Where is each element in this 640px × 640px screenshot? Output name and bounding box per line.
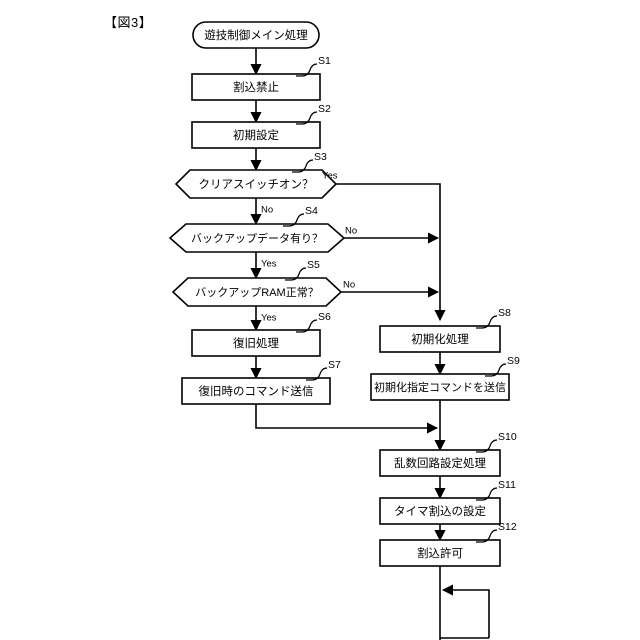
node-s9-label: 初期化指定コマンドを送信 bbox=[374, 380, 506, 394]
step-label-s10: S10 bbox=[498, 431, 517, 443]
leader-s9 bbox=[485, 363, 507, 377]
branch-label-s5-yes: Yes bbox=[261, 313, 277, 324]
leader-s7 bbox=[306, 367, 328, 381]
node-s1 bbox=[191, 73, 321, 101]
node-s3 bbox=[174, 169, 338, 199]
step-label-s5: S5 bbox=[307, 259, 320, 271]
node-s2 bbox=[191, 121, 321, 149]
node-s8 bbox=[379, 325, 501, 353]
edge-s7-merge-to-trunk bbox=[255, 404, 439, 434]
node-s3-label: クリアスイッチオン？ bbox=[199, 178, 314, 191]
node-start bbox=[192, 21, 320, 49]
branch-label-s5-no: No bbox=[343, 280, 355, 291]
step-label-s2: S2 bbox=[318, 103, 331, 115]
leader-s6 bbox=[296, 319, 318, 333]
step-label-s4: S4 bbox=[305, 205, 318, 217]
step-label-s9: S9 bbox=[507, 355, 520, 367]
node-s8-label: 初期化処理 bbox=[411, 332, 469, 346]
step-label-s7: S7 bbox=[328, 359, 341, 371]
node-s9 bbox=[370, 373, 510, 401]
figure-number-label: 【図3】 bbox=[104, 15, 153, 30]
leader-s5 bbox=[285, 267, 307, 281]
step-label-s6: S6 bbox=[318, 311, 331, 323]
leader-s1 bbox=[296, 63, 318, 77]
node-s10 bbox=[379, 449, 501, 477]
node-s10-label: 乱数回路設定処理 bbox=[394, 456, 486, 470]
node-s2-label: 初期設定 bbox=[233, 128, 279, 142]
node-s12-label: 割込許可 bbox=[417, 546, 463, 560]
node-s4 bbox=[168, 223, 346, 253]
node-s11-label: タイマ割込の設定 bbox=[394, 504, 486, 518]
leader-s8 bbox=[476, 315, 498, 329]
node-s5 bbox=[171, 277, 343, 307]
edge-s3-yes-to-s8 bbox=[320, 183, 446, 322]
node-start-label: 遊技制御メイン処理 bbox=[204, 28, 308, 42]
node-s6-label: 復旧処理 bbox=[233, 336, 279, 350]
leader-s12 bbox=[476, 529, 498, 543]
branch-label-s4-yes: Yes bbox=[261, 259, 277, 270]
leader-s11 bbox=[476, 487, 498, 501]
edge-loop-back bbox=[441, 584, 490, 638]
branch-label-s4-no: No bbox=[345, 226, 357, 237]
branch-label-s3-no: No bbox=[261, 205, 273, 216]
node-s5-label: バックアップRAM正常？ bbox=[195, 286, 318, 299]
node-s1-label: 割込禁止 bbox=[233, 80, 279, 94]
node-s12 bbox=[379, 539, 501, 567]
step-label-s11: S11 bbox=[498, 479, 516, 491]
node-s7-label: 復旧時のコマンド送信 bbox=[199, 384, 314, 398]
node-s4-label: バックアップデータ有り？ bbox=[191, 231, 323, 245]
node-s6 bbox=[191, 329, 321, 357]
leader-s4 bbox=[283, 213, 305, 227]
step-label-s3: S3 bbox=[314, 151, 327, 163]
step-label-s12: S12 bbox=[498, 521, 517, 533]
leader-s10 bbox=[476, 439, 498, 453]
leader-s2 bbox=[296, 111, 318, 125]
branch-label-s3-yes: Yes bbox=[322, 171, 338, 182]
step-label-s1: S1 bbox=[318, 55, 331, 67]
node-s7 bbox=[181, 377, 331, 405]
node-s11 bbox=[379, 497, 501, 525]
leader-s3 bbox=[292, 159, 314, 173]
step-label-s8: S8 bbox=[498, 307, 511, 319]
